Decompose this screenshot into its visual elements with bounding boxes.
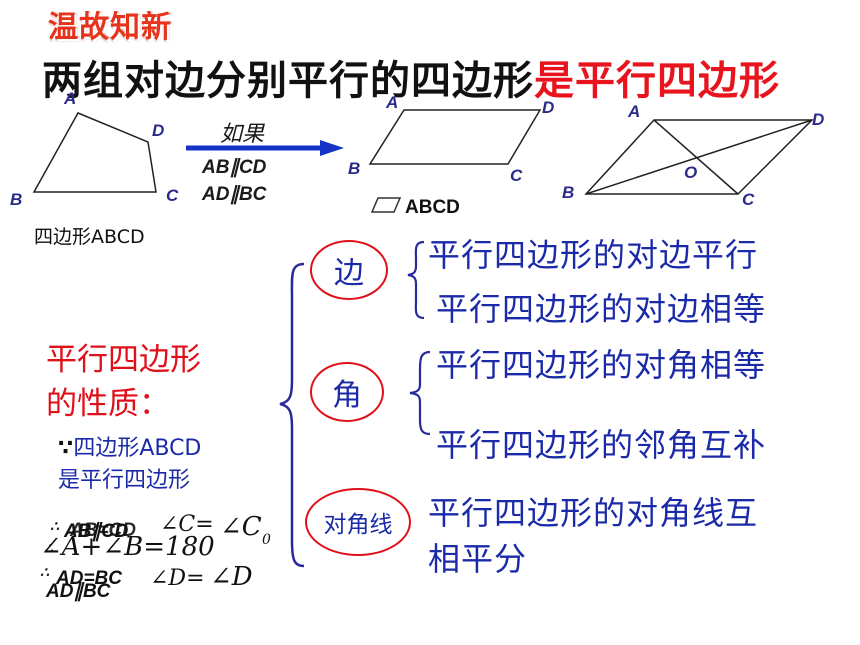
condition-ab-cd: AB∥CD: [202, 157, 267, 178]
prop-diagonals-line1: 平行四边形的对角线互: [428, 494, 759, 532]
big-brace: [279, 262, 305, 568]
quadrilateral-shape: [32, 112, 157, 193]
fig2-point-c: C: [510, 166, 523, 185]
overlap-angle-c-eq: ∠C=: [160, 512, 214, 537]
because-symbol: ∵: [58, 436, 74, 461]
fig3-point-d: D: [812, 110, 825, 129]
figures-svg: [32, 109, 814, 213]
fig3-point-b: B: [562, 183, 575, 202]
fig1-point-b: B: [10, 190, 23, 209]
overlap-ad-equal-bc: AD=BC: [56, 568, 122, 589]
overlap-angle-sum: ∠A+∠B=180: [40, 532, 215, 562]
overlap-ab-parallel-cd: AB∥CD: [64, 521, 129, 542]
overlap-ad-parallel-bc: AD∥BC: [46, 581, 111, 602]
side-brace: [407, 240, 425, 320]
fig2-point-b: B: [348, 159, 361, 178]
fig1-point-d: D: [152, 121, 165, 140]
fig2-point-a: A: [386, 93, 399, 112]
properties-heading-line2: 的性质：: [46, 386, 170, 422]
fig3-point-o: O: [684, 163, 698, 182]
because-text1: 四边形ABCD: [73, 436, 202, 461]
overlap-therefore-1: ∴: [50, 518, 59, 534]
overlap-angle-d-eq: ∠D=: [150, 566, 205, 591]
because-line2: 是平行四边形: [58, 468, 191, 493]
fig2-caption: ABCD: [405, 197, 460, 218]
prop-diagonals-line2: 相平分: [428, 540, 528, 578]
fig3-point-c: C: [742, 190, 755, 209]
overlap-ab-equal-cd: AB=CD: [70, 520, 136, 541]
prop-opposite-angles-equal: 平行四边形的对角相等: [436, 346, 767, 384]
fig1-point-a: A: [64, 89, 77, 108]
fig1-caption: 四边形ABCD: [34, 226, 145, 248]
diagonal-bd: [585, 119, 813, 195]
diagonal-ac: [653, 119, 739, 195]
condition-ad-bc: AD∥BC: [202, 184, 267, 205]
overlap-therefore-2: ∴: [44, 540, 53, 556]
page-title: 两组对边分别平行的四边形是平行四边形: [42, 48, 780, 106]
overlap-therefore-3: ∴: [40, 564, 49, 580]
fig3-point-a: A: [628, 102, 641, 121]
parallelogram-symbol-icon: [370, 197, 402, 213]
category-diagonals: 对角线: [305, 488, 411, 556]
properties-heading-line1: 平行四边形: [46, 342, 201, 378]
prop-adjacent-angles-supplementary: 平行四边形的邻角互补: [436, 426, 767, 464]
category-angles: 角: [310, 362, 384, 422]
overlap-angle-c: ∠C: [220, 512, 262, 542]
angle-brace: [409, 350, 431, 436]
prop-opposite-sides-equal: 平行四边形的对边相等: [436, 290, 767, 328]
fig1-point-c: C: [166, 186, 179, 205]
arrow-if-label: 如果: [220, 122, 265, 147]
because-line1: ∵四边形ABCD: [58, 430, 201, 462]
warm-up-badge: 温故知新: [48, 10, 172, 45]
title-highlight: 是平行四边形: [534, 58, 780, 104]
title-main: 两组对边分别平行的四边形: [42, 58, 534, 104]
overlap-angle-d: ∠D: [210, 562, 253, 592]
fig2-point-d: D: [542, 98, 555, 117]
parallelogram-shape: [368, 109, 542, 165]
prop-opposite-sides-parallel: 平行四边形的对边平行: [428, 236, 759, 274]
arrow-head: [320, 140, 344, 156]
category-sides: 边: [310, 240, 388, 300]
overlap-degree-zero: 0: [262, 532, 271, 548]
